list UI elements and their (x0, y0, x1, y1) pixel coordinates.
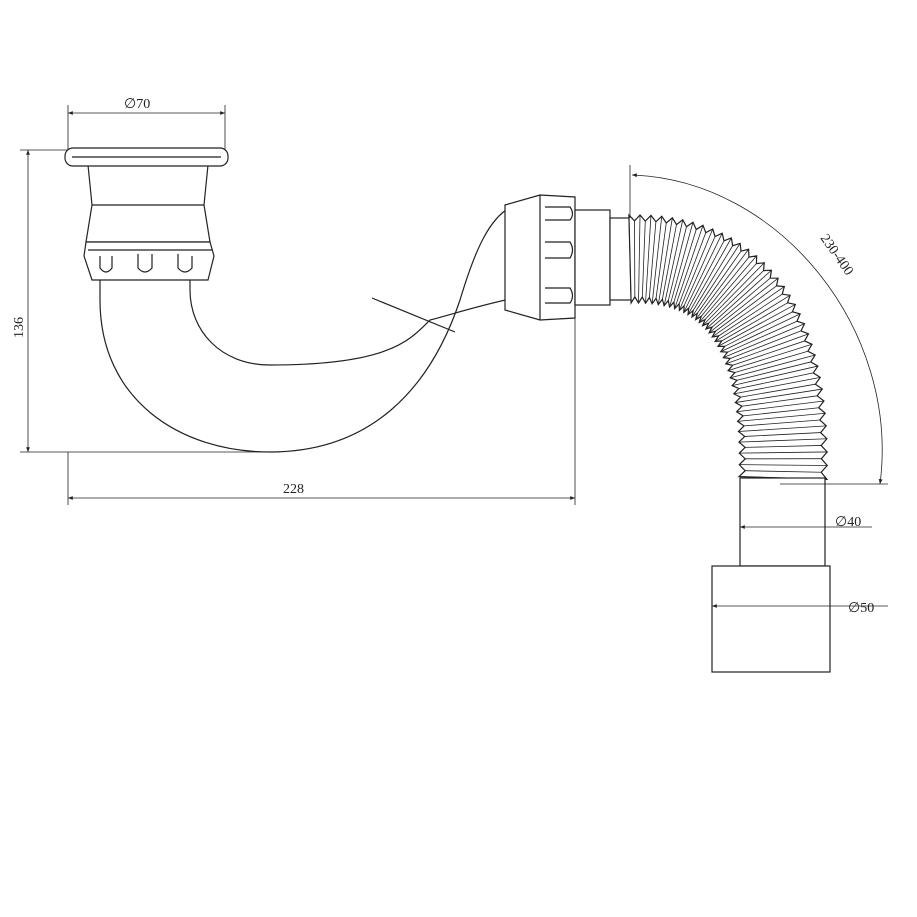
dimension-lines (20, 105, 888, 608)
height-label: 136 (12, 317, 27, 338)
outlet-pipes (711, 477, 831, 673)
hose-length-label: 230-400 (817, 232, 856, 279)
sink-outlet (64, 147, 229, 281)
top-diameter-label: ∅70 (124, 97, 150, 112)
hose-rib (628, 215, 632, 303)
outlet-small-diameter-label: ∅40 (835, 515, 861, 530)
s-trap-pipe (99, 204, 516, 453)
width-label: 228 (283, 482, 304, 497)
corrugated-hose (628, 213, 829, 481)
union-nut (504, 194, 633, 321)
outlet-large-diameter-label: ∅50 (848, 601, 874, 616)
